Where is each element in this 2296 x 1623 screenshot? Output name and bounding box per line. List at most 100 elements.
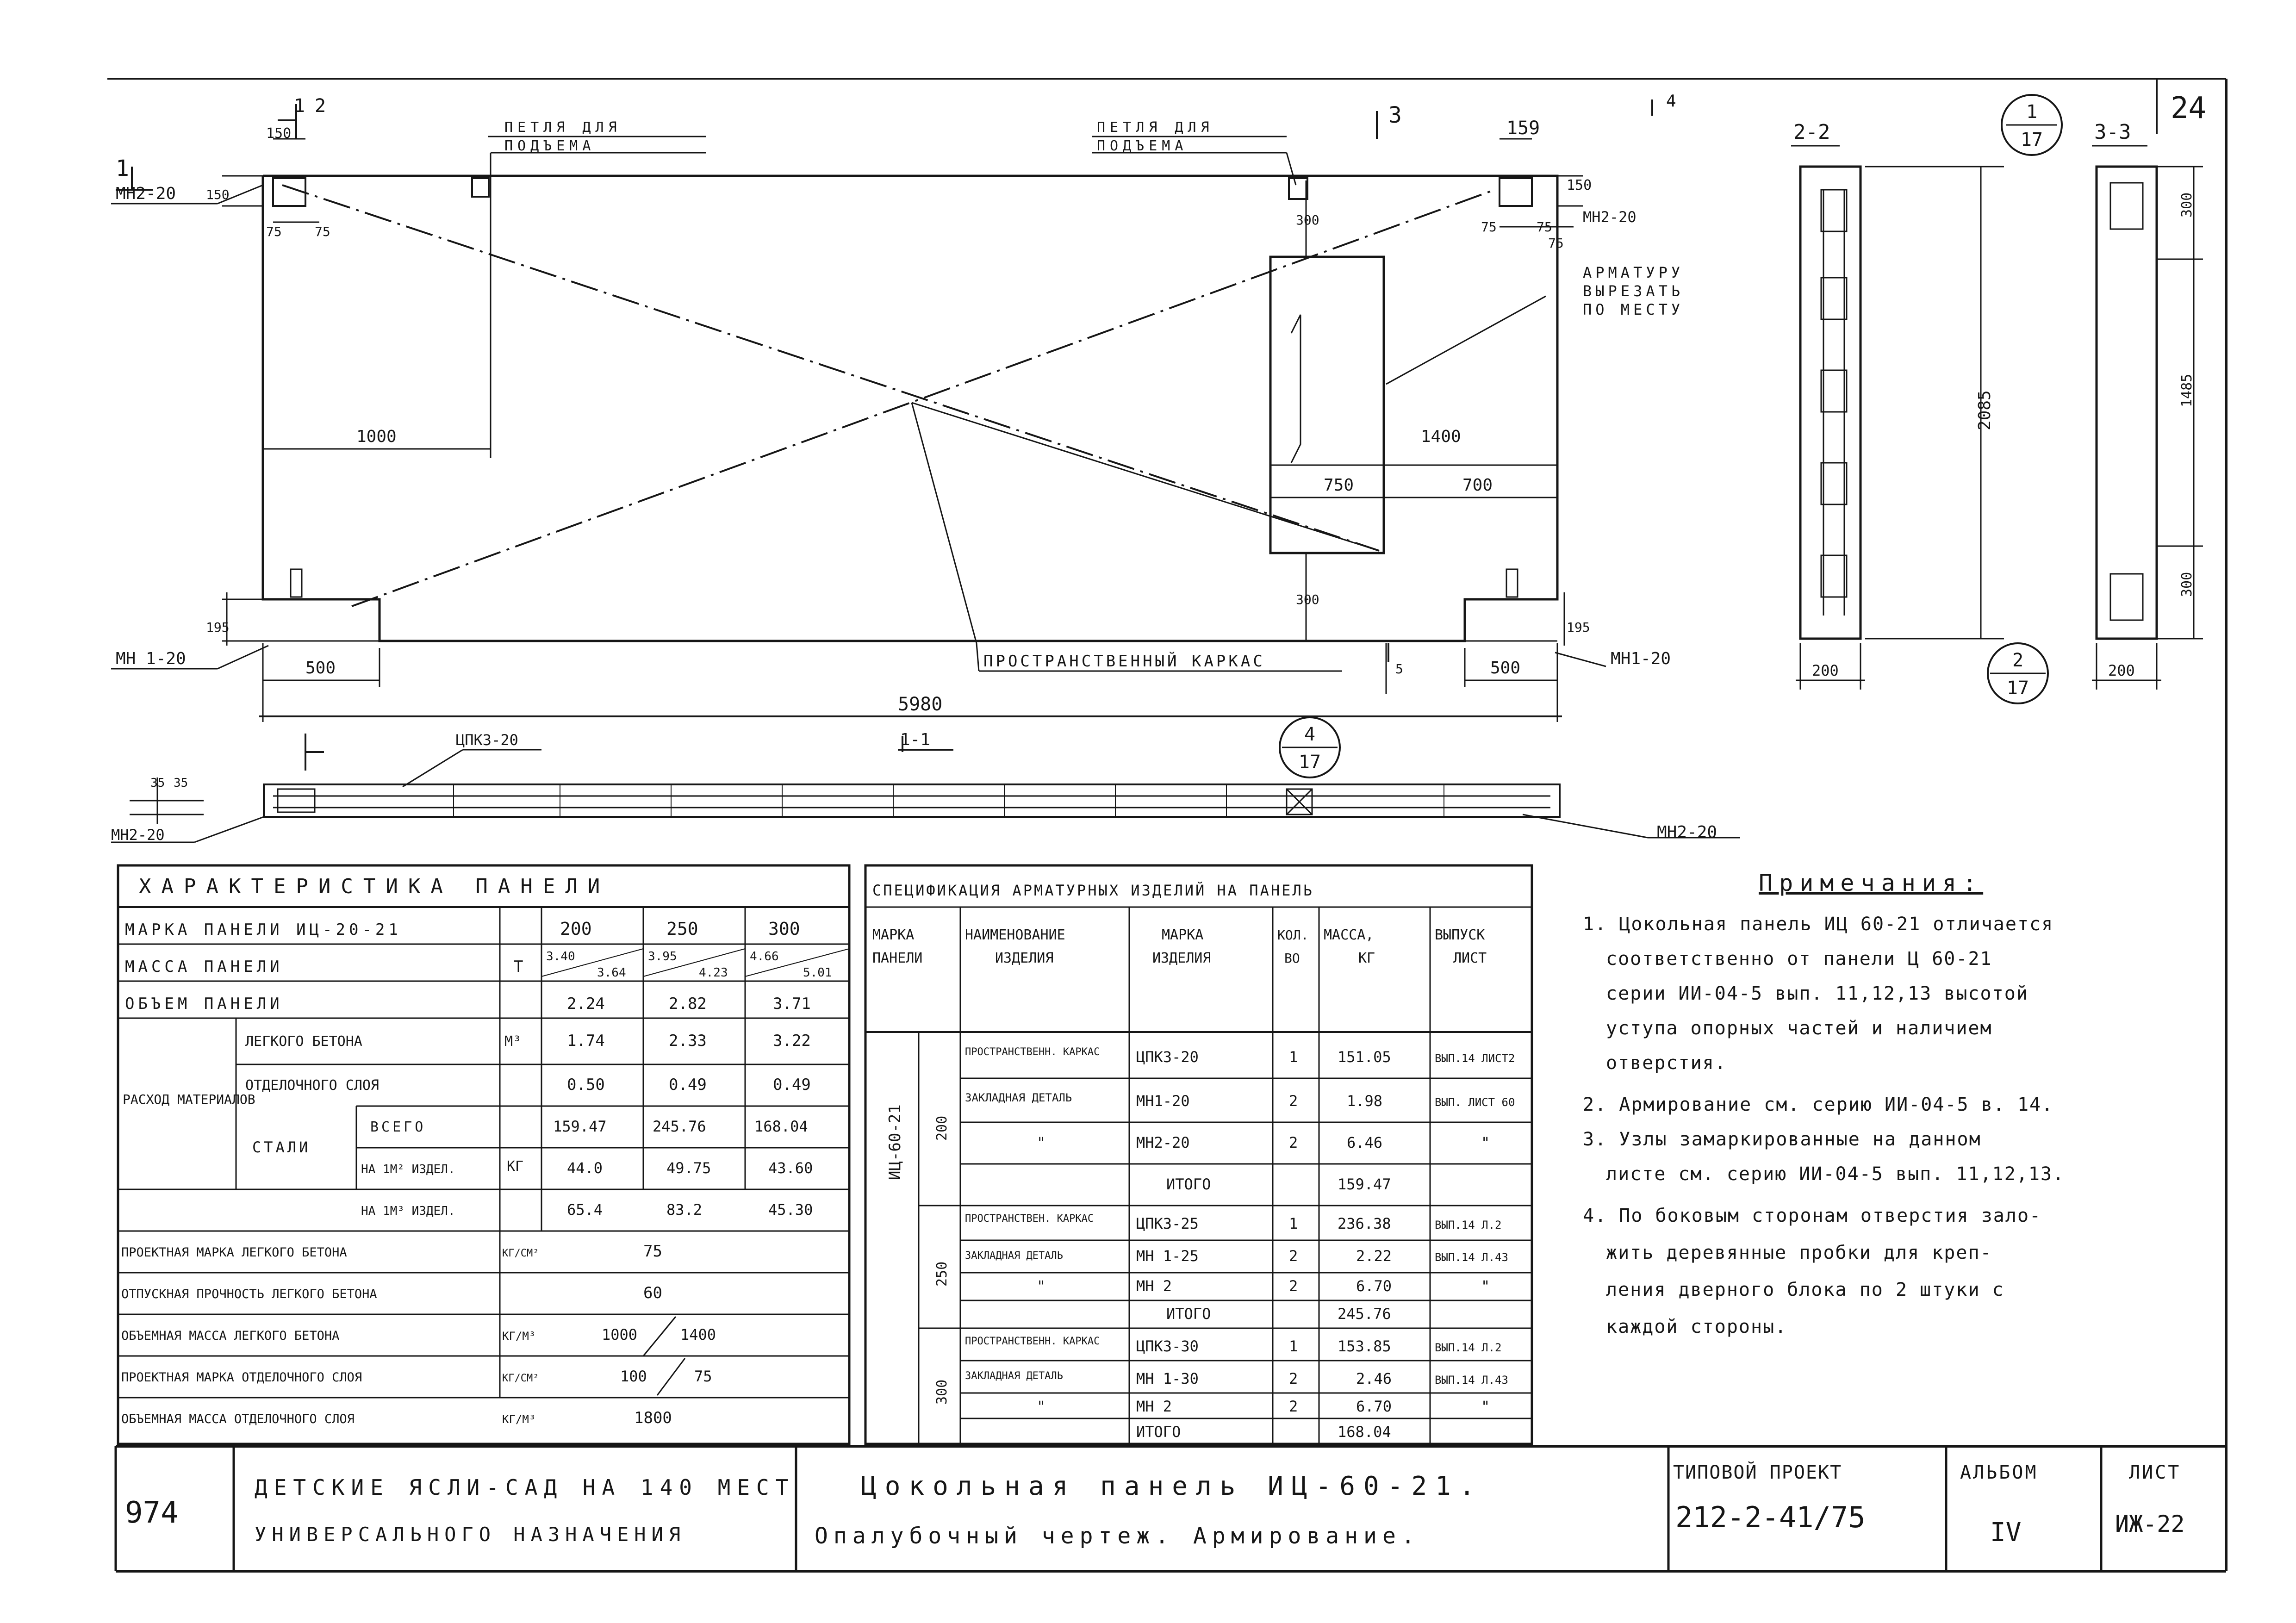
spec-g2-r1-mark: МН 1-30: [1136, 1370, 1199, 1387]
spec-g1-r2-mass: 6.70: [1356, 1277, 1392, 1295]
dim-75-c: 75: [1481, 219, 1497, 235]
char-steel-m2-300: 43.60: [768, 1159, 813, 1177]
notes-block: Примечания: 1. Цокольная панель ИЦ 60-21…: [1583, 870, 2064, 1337]
char-finishing-mass-value: 1800: [634, 1409, 672, 1427]
spec-g0-r0-issue: ВЫП.14 ЛИСТ2: [1435, 1052, 1515, 1065]
section-3-3-label: 3-3: [2094, 120, 2131, 144]
spec-g0-r0-mark: ЦПКЗ-20: [1136, 1048, 1199, 1066]
type-project-value: 212-2-41/75: [1675, 1500, 1866, 1534]
char-steel-total-200: 159.47: [553, 1118, 607, 1135]
char-row-steel-m3: НА 1М³ ИЗДЕЛ.: [361, 1204, 455, 1218]
spatial-frame-label: ПРОСТРАНСТВЕННЫЙ КАРКАС: [983, 652, 1265, 671]
drawing-title-line-2: Опалубочный чертеж. Армирование.: [815, 1523, 1420, 1549]
opening-note-2: ВЫРЕЗАТЬ: [1583, 282, 1684, 300]
spec-g0-r0-name: ПРОСТРАНСТВЕНН. КАРКАС: [965, 1046, 1100, 1058]
char-release-strength-value: 60: [643, 1284, 662, 1302]
project-title-line-1: ДЕТСКИЕ ЯСЛИ-САД НА 140 МЕСТ: [255, 1475, 795, 1500]
spec-g2-r0-mass: 153.85: [1338, 1337, 1391, 1355]
char-mass-unit: Т: [514, 958, 523, 976]
char-finishing-200: 0.50: [567, 1076, 605, 1094]
dim-150-height: 150: [206, 187, 230, 202]
char-steel-m3-200: 65.4: [567, 1201, 603, 1219]
spec-g0-r2-issue: ": [1481, 1134, 1490, 1151]
spec-g1-r2-issue: ": [1481, 1277, 1490, 1295]
plan-frame-label: ЦПКЗ-20: [456, 731, 518, 749]
embedded-part-bottom-right: МН1-20: [1611, 649, 1671, 668]
spec-g1-r3-mass: 245.76: [1338, 1305, 1391, 1323]
notes-line-7: 3. Узлы замаркированные на данном: [1583, 1129, 1981, 1150]
section-3-marker: 3: [1388, 102, 1402, 128]
spec-group-200: 200: [934, 1116, 950, 1141]
char-row-mass: МАССА ПАНЕЛИ: [125, 958, 283, 976]
callout-2-17: 2 17: [1987, 642, 2049, 704]
char-volume-300: 3.71: [773, 995, 811, 1013]
spec-g0-r1-mark: МН1-20: [1136, 1092, 1190, 1110]
section-2-2: 2-2 2085 200: [1791, 120, 2004, 690]
char-volumetric-mass-a: 1000: [602, 1326, 637, 1343]
spec-g1-r3-mark: ИТОГО: [1166, 1305, 1211, 1323]
dim-5980: 5980: [898, 694, 942, 715]
spec-h-panel-2: ПАНЕЛИ: [872, 950, 922, 966]
lifting-loop-label-left-1: ПЕТЛЯ ДЛЯ: [504, 119, 622, 136]
spec-g0-r2-mass: 6.46: [1347, 1134, 1382, 1151]
char-mass-300a: 4.66: [750, 950, 779, 964]
section-2-2-width: 200: [1812, 662, 1839, 679]
char-finishing-grade-a: 100: [620, 1368, 647, 1385]
spec-g0-r2-qty: 2: [1289, 1134, 1298, 1151]
spec-h-qty-1: КОЛ.: [1277, 927, 1308, 943]
spec-g0-r2-mark: МН2-20: [1136, 1134, 1190, 1151]
embedded-part-plan: МН2-20: [111, 826, 165, 844]
char-row-steel-m2: НА 1М² ИЗДЕЛ.: [361, 1163, 455, 1176]
char-finishing-250: 0.49: [669, 1076, 707, 1094]
spec-h-mark-1: МАРКА: [1162, 927, 1203, 943]
spec-panel-mark: ИЦ-60-21: [886, 1104, 904, 1180]
char-steel-unit: КГ: [507, 1158, 523, 1175]
char-volumetric-mass-b: 1400: [680, 1326, 716, 1343]
dim-750: 750: [1324, 476, 1354, 495]
spec-g1-r1-mark: МН 1-25: [1136, 1247, 1199, 1265]
char-mass-200a: 3.40: [546, 950, 575, 964]
section-3-3-mid: 1485: [2179, 374, 2195, 407]
char-design-grade-unit: КГ/СМ²: [502, 1248, 539, 1259]
callout-4-17-num: 4: [1304, 724, 1315, 745]
opening-note-3: ПО МЕСТУ: [1583, 301, 1684, 318]
dim-195-left: 195: [206, 620, 230, 635]
char-row-finishing-grade: ПРОЕКТНАЯ МАРКА ОТДЕЛОЧНОГО СЛОЯ: [121, 1370, 362, 1385]
section-3-3: 3-3 300 1485 300 200: [2092, 120, 2203, 690]
char-steel-m2-200: 44.0: [567, 1159, 603, 1177]
door-opening: [1269, 255, 1385, 554]
spec-h-name-1: НАИМЕНОВАНИЕ: [965, 927, 1065, 943]
notes-line-11: ления дверного блока по 2 штуки с: [1606, 1279, 2004, 1300]
spec-g0-r1-qty: 2: [1289, 1092, 1298, 1110]
spec-g2-r3-mass: 168.04: [1338, 1423, 1391, 1441]
spec-g2-r2-mass: 6.70: [1356, 1398, 1392, 1415]
elevation-labels: 1 2 3 4 1 ПЕТЛЯ ДЛЯ ПОДЪЕМА ПЕТЛЯ ДЛЯ ПО…: [111, 92, 1717, 844]
char-finishing-grade-b: 75: [694, 1368, 712, 1385]
embedded-part-top-left: МН2-20: [116, 184, 176, 203]
spec-g0-r1-mass: 1.98: [1347, 1092, 1382, 1110]
spec-g0-r3-mass: 159.47: [1338, 1175, 1391, 1193]
characteristics-table: ХАРАКТЕРИСТИКА ПАНЕЛИ 200 250 300 МАРКА …: [117, 864, 851, 1445]
spec-g1-r1-mass: 2.22: [1356, 1247, 1392, 1265]
char-finishing-mass-unit: КГ/М³: [502, 1413, 535, 1426]
char-row-release-strength: ОТПУСКНАЯ ПРОЧНОСТЬ ЛЕГКОГО БЕТОНА: [121, 1287, 377, 1301]
spec-g2-r1-qty: 2: [1289, 1370, 1298, 1387]
dim-195-right: 195: [1567, 620, 1590, 635]
spec-title: СПЕЦИФИКАЦИЯ АРМАТУРНЫХ ИЗДЕЛИЙ НА ПАНЕЛ…: [872, 882, 1314, 899]
embedded-part-bottom-left: МН 1-20: [116, 649, 186, 668]
spec-g1-r2-qty: 2: [1289, 1277, 1298, 1295]
section-3-3-bottom: 300: [2179, 572, 2195, 597]
char-group-consumption: РАСХОД МАТЕРИАЛОВ: [123, 1092, 255, 1107]
spec-h-mark-2: ИЗДЕЛИЯ: [1152, 950, 1211, 966]
char-finishing-300: 0.49: [773, 1076, 811, 1094]
notes-line-6: 2. Армирование см. серию ИИ-04-5 в. 14.: [1583, 1094, 2053, 1115]
lifting-loop-label-right-2: ПОДЪЕМА: [1097, 138, 1188, 154]
callout-4-17-den: 17: [1299, 752, 1321, 773]
spec-group-300: 300: [934, 1380, 950, 1405]
char-volume-250: 2.82: [669, 995, 707, 1013]
spec-h-name-2: ИЗДЕЛИЯ: [995, 950, 1053, 966]
spec-h-issue-2: ЛИСТ: [1453, 950, 1487, 966]
spec-g2-r0-name: ПРОСТРАНСТВЕНН. КАРКАС: [965, 1336, 1100, 1347]
sheet-frame: 24: [107, 78, 2228, 1573]
spec-g2-r0-qty: 1: [1289, 1337, 1298, 1355]
